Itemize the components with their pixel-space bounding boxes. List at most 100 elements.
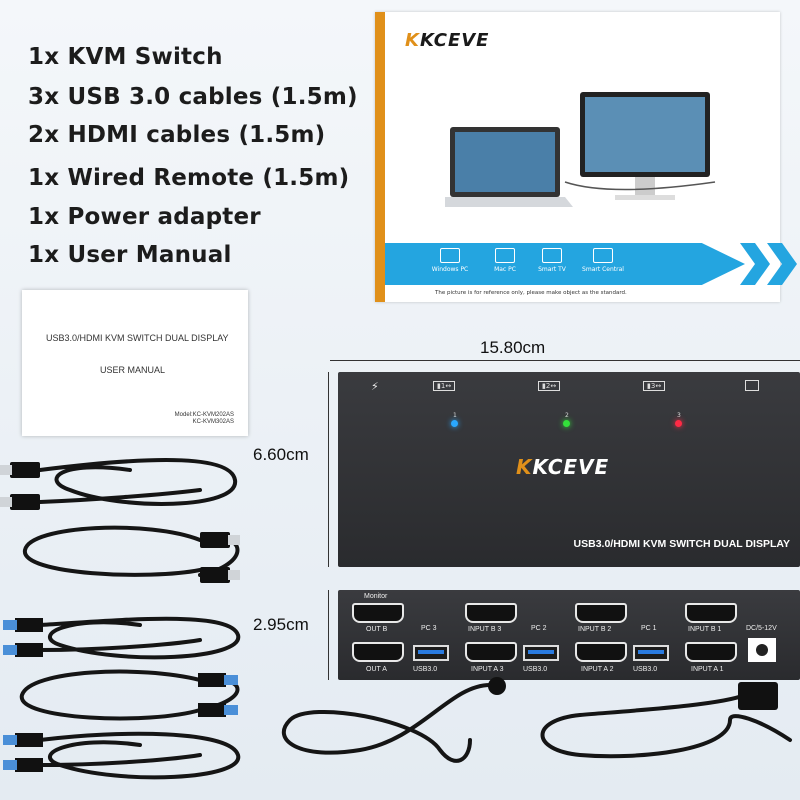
device-band [385,243,745,285]
hdmi-port-out-b [352,603,404,623]
dc-power-jack [748,638,776,662]
brand-logo: KKCEVE [405,30,489,51]
usb-cable-1 [38,616,241,660]
decoration [440,248,460,263]
decoration [455,132,555,192]
decoration: K [405,30,420,51]
monitor-hotkey-icon [745,380,759,391]
contents-item: 1x User Manual [28,242,232,268]
hdmi-port-input-b3 [465,603,517,623]
windows-pc-icon: Windows PC [420,248,480,273]
led-1 [451,420,458,427]
monitor-label: Monitor [364,593,388,600]
smart-tv-icon: Smart TV [522,248,582,273]
decoration [738,682,778,710]
decoration [10,462,40,478]
decoration [488,677,506,695]
label: INPUT B 3 [468,626,502,633]
decoration [15,733,43,747]
decoration [15,758,43,772]
disclaimer: The picture is for reference only, pleas… [435,290,627,296]
label: 2 [545,382,551,390]
decoration [200,567,230,583]
contents-item: 3x USB 3.0 cables (1.5m) [28,84,358,110]
decoration [19,458,792,780]
label: Windows PC [431,266,469,273]
led-3 [675,420,682,427]
label: PC 3 [421,625,437,632]
contents-item: 1x KVM Switch [28,44,223,70]
led-label: 3 [677,412,681,419]
hdmi-port-out-a [352,642,404,662]
width-dimension: 15.80cm [480,338,546,357]
decoration [615,195,675,200]
product-box: KKCEVE Windows PC Mac PC Smart TV Smart … [375,12,797,302]
label: Mac PC [494,266,516,273]
label: INPUT A 3 [471,666,504,673]
decoration [635,177,655,195]
hdmi-port-input-b2 [575,603,627,623]
usb-port-pc3 [413,645,449,661]
usb-port-pc2 [523,645,559,661]
led-label: 2 [565,412,569,419]
front-brand-logo: KKCEVE [516,455,609,479]
decoration [542,248,562,263]
label: USB3.0 [523,666,548,673]
label: Smart TV [538,266,566,273]
decoration [198,703,226,717]
remote-cable [282,683,492,763]
decoration [200,532,230,548]
kvm-front-panel: ⚡ ▮1↔ ▮2↔ ▮3↔ 1 2 3 KKCEVE USB3.0/HDMI K… [338,372,800,567]
switch-button-3[interactable]: ▮3↔ [643,381,666,391]
kvm-back-panel: Monitor OUT B OUT A PC 3 INPUT B 3 USB3.… [338,590,800,680]
model-line: Model:KC-KVM202AS [174,412,234,418]
depth-dimension: 2.95cm [253,615,309,634]
label: 1 [440,382,446,390]
decoration [593,248,613,263]
switch-button-1[interactable]: ▮1↔ [433,381,456,391]
contents-item: 1x Wired Remote (1.5m) [28,165,350,191]
hdmi-cable-1 [38,458,238,506]
hdmi-port-input-a1 [685,642,737,662]
hdmi-port-input-b1 [685,603,737,623]
decoration [10,494,40,510]
decoration [495,248,515,263]
port-label: OUT A [366,666,387,673]
led-2 [563,420,570,427]
decoration [445,197,573,207]
manual-title: USB3.0/HDMI KVM SWITCH DUAL DISPLAY [46,333,229,343]
label: INPUT A 1 [691,666,724,673]
hdmi-port-input-a2 [575,642,627,662]
decoration [756,644,768,656]
cables-illustration [0,458,792,780]
label: Smart Central [582,266,624,273]
decoration [3,760,17,770]
label: INPUT A 2 [581,666,614,673]
label: KCEVE [419,30,490,51]
manual-subtitle: USER MANUAL [100,365,166,375]
height-dimension: 6.60cm [253,445,309,464]
label: 3 [650,382,656,390]
power-label: DC/5-12V [746,625,777,632]
label: PC 2 [531,625,547,632]
power-icon: ⚡ [371,380,379,393]
label: KCEVE [532,455,610,479]
decoration [10,462,778,772]
mac-pc-icon: Mac PC [475,248,535,273]
usb-port-pc1 [633,645,669,661]
decoration [585,97,705,172]
camera-icon: Smart Central [573,248,633,273]
label: INPUT B 2 [578,626,612,633]
switch-button-2[interactable]: ▮2↔ [538,381,561,391]
decoration [0,497,12,507]
laptop-monitor-illustration [445,92,716,207]
usb-cable-3 [38,731,241,780]
decoration [15,643,43,657]
label: PC 1 [641,625,657,632]
decoration [228,570,240,580]
contents-item: 1x Power adapter [28,204,261,230]
decoration [224,705,238,715]
decoration: K [516,455,533,479]
hdmi-port-input-a3 [465,642,517,662]
height-line [328,372,329,567]
